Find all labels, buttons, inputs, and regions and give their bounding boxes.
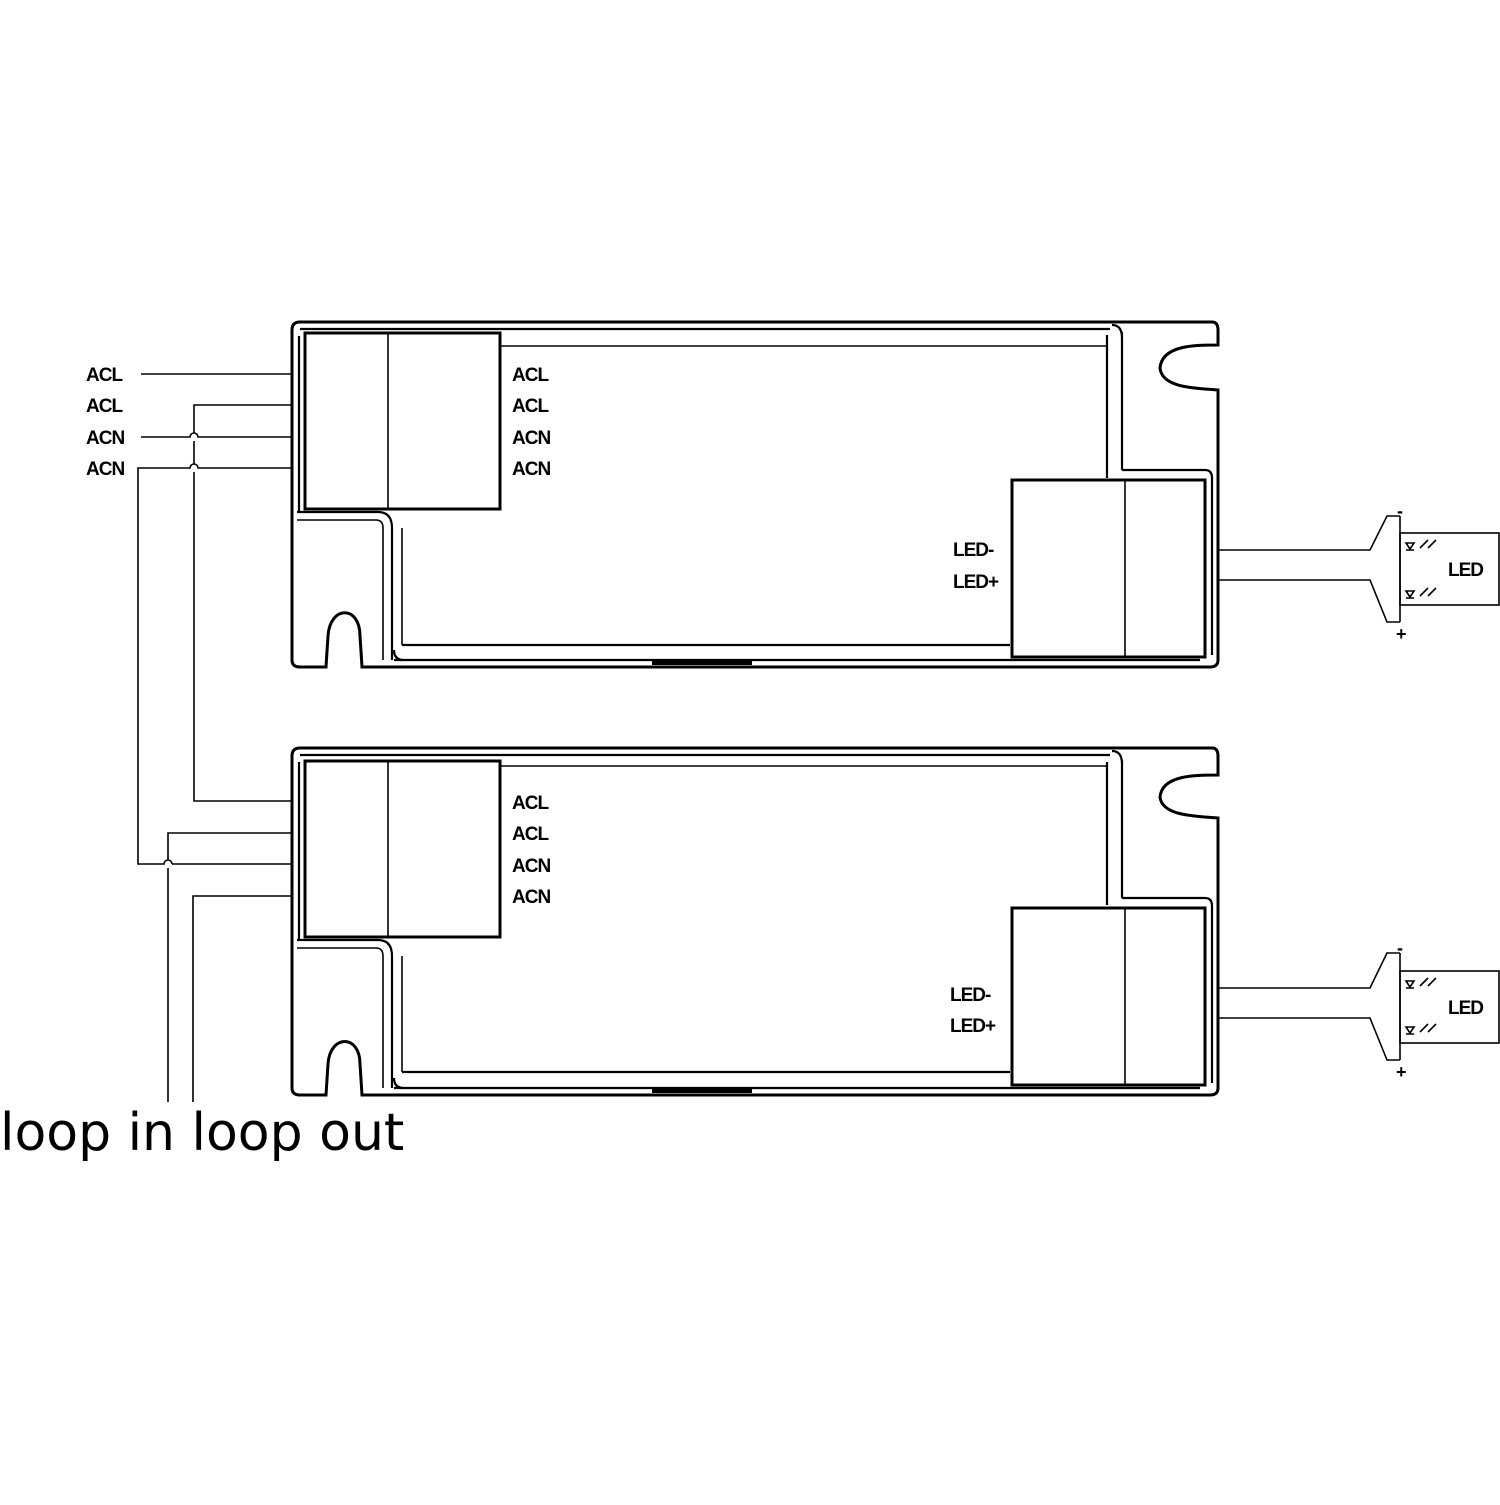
driver-1-inner-bottom	[392, 643, 1200, 662]
mains-label-acl-2: ACL	[86, 396, 123, 417]
driver-2-led-cable-minus	[1218, 952, 1400, 989]
driver-2-inner-step2	[297, 947, 403, 1088]
led-diode-icon	[1404, 539, 1437, 551]
driver-2-inner-bottom	[392, 1070, 1200, 1090]
driver-1-led-cable-plus	[1218, 579, 1400, 623]
driver-2-input-terminal-block	[303, 759, 502, 939]
driver-1-input-label-2: ACL	[512, 396, 549, 417]
driver-1-housing	[290, 320, 1220, 669]
driver-2-output-label-plus: LED+	[950, 1016, 996, 1037]
driver-1-led-load: - + LED	[1396, 501, 1500, 644]
led-plus-sign: +	[1396, 624, 1407, 644]
mains-input-labels: ACL ACL ACN ACN	[86, 365, 125, 480]
driver-1-inner-right	[1105, 323, 1124, 478]
led-minus-sign: -	[1397, 938, 1403, 958]
driver-2-input-label-3: ACN	[512, 856, 550, 877]
driver-2-led-cable-plus	[1218, 1017, 1400, 1061]
driver-1-input-terminal-block	[303, 331, 502, 511]
driver-1-output-label-plus: LED+	[953, 572, 999, 593]
mains-label-acn-2: ACN	[86, 459, 124, 480]
wire-l-loop	[193, 404, 292, 802]
driver-2-bottom-tab	[652, 1088, 752, 1093]
driver-2-led-load: - + LED	[1396, 938, 1500, 1082]
driver-2-input-label-4: ACN	[512, 887, 550, 908]
driver-2-inner-right	[1105, 749, 1124, 905]
driver-2-housing	[290, 746, 1220, 1097]
loop-wiring	[137, 373, 292, 1102]
driver-1-input-label-1: ACL	[512, 365, 549, 386]
led-minus-sign: -	[1397, 501, 1403, 521]
driver-2-inner-step	[297, 938, 394, 1088]
led-diode-icon	[1404, 1023, 1437, 1035]
driver-1: ACL ACL ACN ACN LED- LED+ - + LED	[290, 320, 1500, 669]
driver-1-bottom-tab	[652, 660, 752, 665]
caption: loop in loop out	[0, 1103, 404, 1163]
wire-loop-out-n2	[192, 895, 292, 1102]
driver-2-output-terminal-block	[1010, 906, 1207, 1087]
driver-1-led-cable-minus	[1218, 515, 1400, 551]
driver-2: ACL ACL ACN ACN LED- LED+ - + LED	[290, 746, 1500, 1097]
driver-2-output-label-minus: LED-	[950, 985, 991, 1006]
driver-2-input-label-1: ACL	[512, 793, 549, 814]
led-plus-sign: +	[1396, 1062, 1407, 1082]
driver-1-input-label-3: ACN	[512, 428, 550, 449]
led-label: LED	[1448, 560, 1483, 581]
wire-loop-out-l	[167, 832, 292, 1102]
driver-1-inner-step	[297, 510, 394, 660]
driver-2-input-label-2: ACL	[512, 824, 549, 845]
wire-n-loop	[137, 463, 292, 865]
led-diode-icon	[1404, 977, 1437, 989]
mains-label-acl-1: ACL	[86, 365, 123, 386]
wire-mains-n-in	[141, 432, 292, 438]
led-label: LED	[1448, 998, 1483, 1019]
driver-1-output-label-minus: LED-	[953, 540, 994, 561]
mains-label-acn-1: ACN	[86, 428, 124, 449]
driver-1-inner-step2	[297, 519, 403, 660]
driver-1-output-terminal-block	[1010, 478, 1207, 659]
driver-1-input-label-4: ACN	[512, 459, 550, 480]
led-diode-icon	[1404, 587, 1437, 599]
